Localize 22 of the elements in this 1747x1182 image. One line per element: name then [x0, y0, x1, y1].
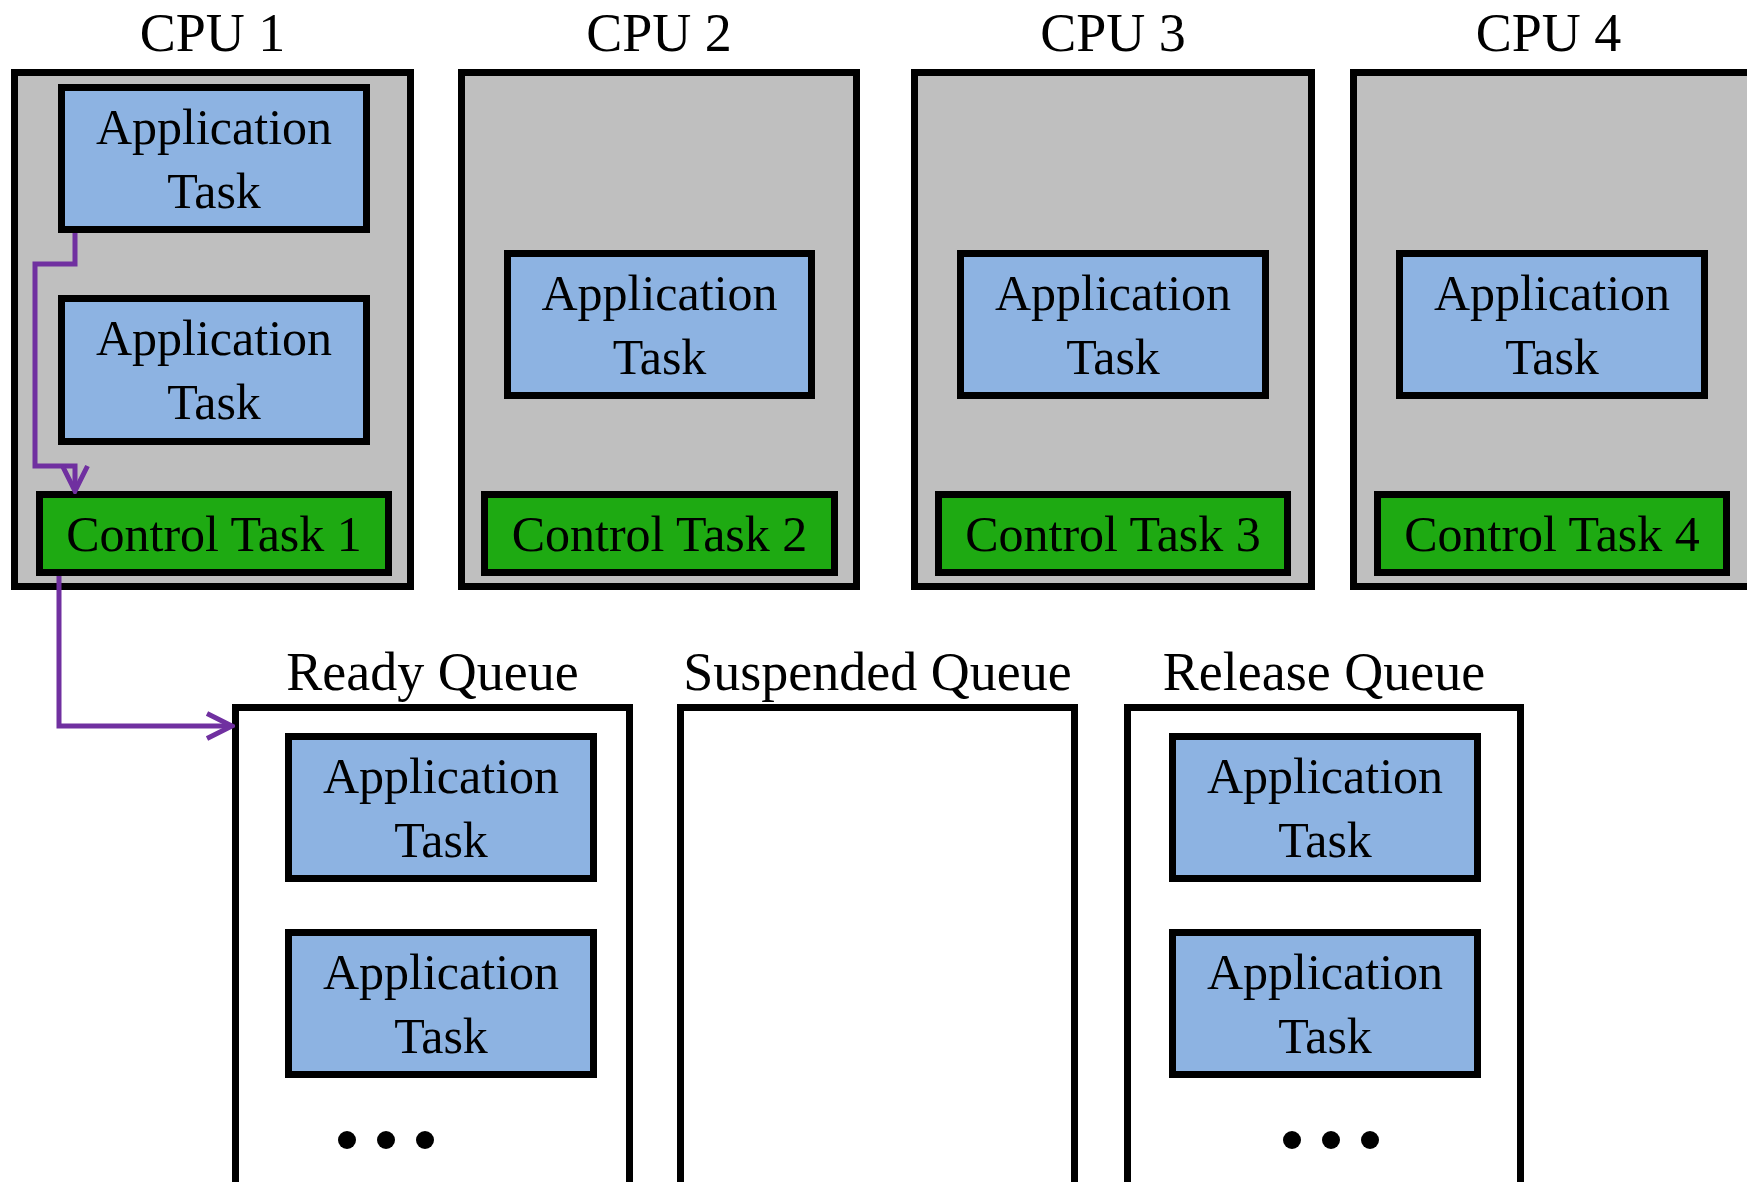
application-task-box: Application Task — [285, 929, 597, 1078]
cpu-label: CPU 3 — [1039, 3, 1187, 63]
application-task-box: Application Task — [285, 733, 597, 882]
queue-label: Ready Queue — [285, 642, 580, 702]
application-task-box: Application Task — [1169, 733, 1481, 882]
control-task-box: Control Task 4 — [1374, 491, 1730, 576]
queue-label: Suspended Queue — [682, 642, 1073, 702]
application-task-box: Application Task — [1169, 929, 1481, 1078]
control-task-box: Control Task 2 — [481, 491, 838, 576]
application-task-box: Application Task — [504, 250, 815, 399]
application-task-box: Application Task — [957, 250, 1269, 399]
cpu-label: CPU 4 — [1474, 3, 1623, 63]
arrow — [32, 233, 90, 494]
application-task-box: Application Task — [1396, 250, 1708, 399]
cpu-label: CPU 2 — [585, 3, 733, 63]
application-task-box: Application Task — [58, 84, 370, 233]
arrow — [56, 576, 235, 741]
control-task-box: Control Task 1 — [36, 491, 392, 576]
queue-label: Release Queue — [1161, 642, 1487, 702]
application-task-box: Application Task — [58, 295, 370, 445]
control-task-box: Control Task 3 — [935, 491, 1291, 576]
cpu-label: CPU 1 — [138, 3, 287, 63]
